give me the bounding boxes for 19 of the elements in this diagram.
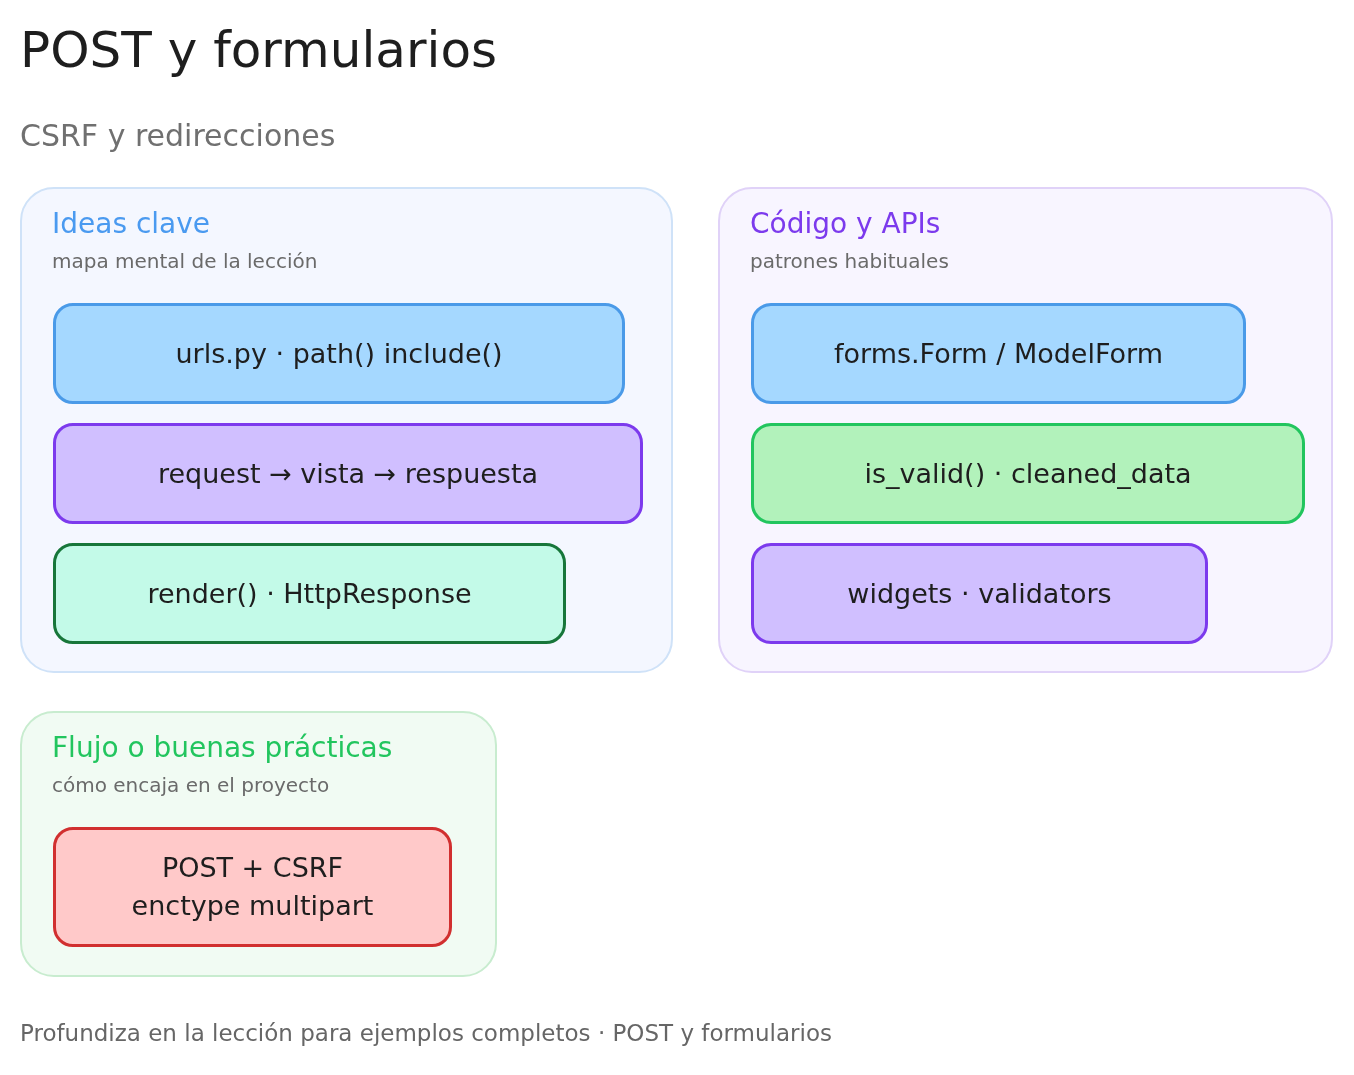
page-subtitle: CSRF y redirecciones	[20, 118, 336, 154]
group-title: Código y APIs	[750, 207, 941, 241]
topic-box: render() · HttpResponse	[53, 543, 566, 644]
topic-box: POST + CSRF enctype multipart	[53, 827, 452, 947]
topic-box: urls.py · path() include()	[53, 303, 625, 404]
group-panel	[20, 187, 673, 673]
group-title: Flujo o buenas prácticas	[52, 731, 393, 765]
group-subtitle: mapa mental de la lección	[52, 249, 318, 273]
topic-box: request → vista → respuesta	[53, 423, 643, 524]
caption-text: Profundiza en la lección para ejemplos completos · POST y formularios	[20, 1020, 832, 1048]
group-title: Ideas clave	[52, 207, 211, 241]
topic-box: is_valid() · cleaned_data	[751, 423, 1305, 524]
page-title: POST y formularios	[20, 22, 498, 80]
topic-box: widgets · validators	[751, 543, 1208, 644]
group-panel	[718, 187, 1333, 673]
topic-box: forms.Form / ModelForm	[751, 303, 1246, 404]
group-subtitle: cómo encaja en el proyecto	[52, 773, 330, 797]
group-subtitle: patrones habituales	[750, 249, 949, 273]
group-panel	[20, 711, 497, 977]
